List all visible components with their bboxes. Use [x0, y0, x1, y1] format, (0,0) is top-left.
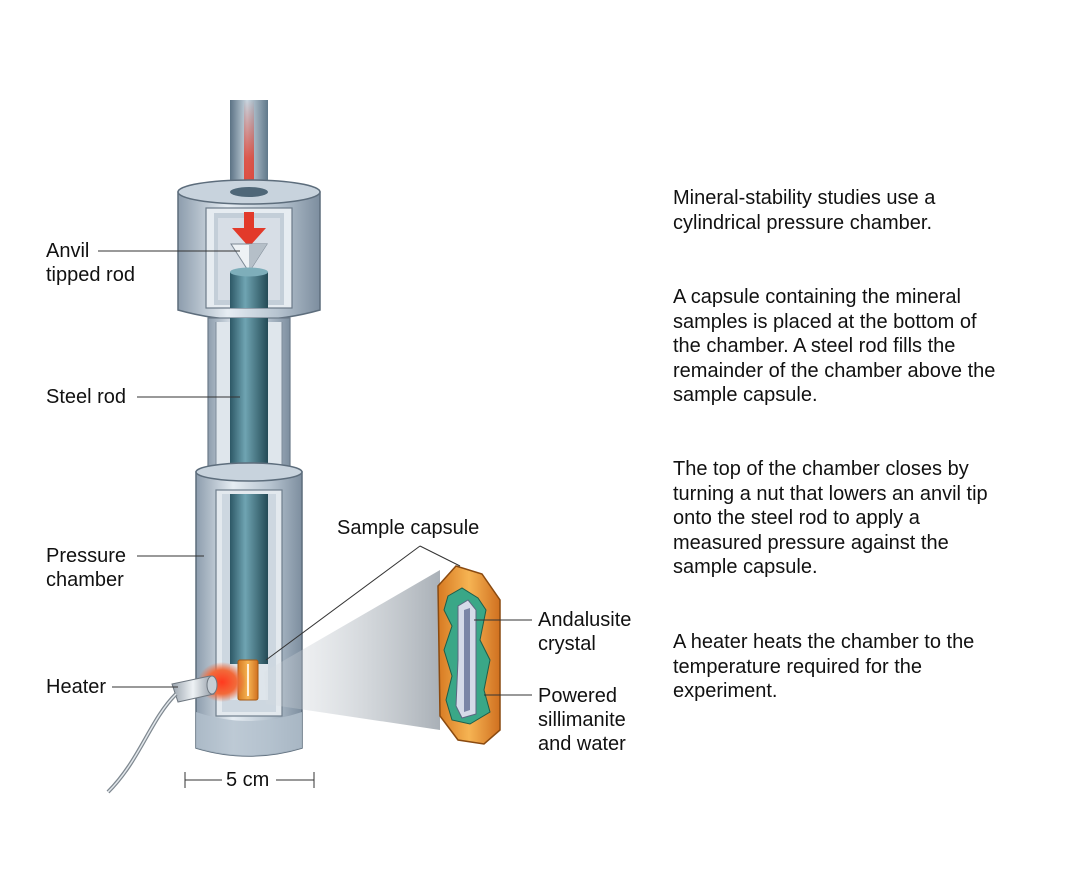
- description-1: Mineral-stability studies use a cylindri…: [673, 187, 936, 234]
- leader-lines: [98, 250, 532, 788]
- pressure-chamber: [195, 462, 303, 757]
- top-shaft: [230, 100, 268, 230]
- heater: [106, 662, 246, 794]
- magnification-beam: [264, 570, 440, 730]
- label-anvil: Anvil tipped rod: [46, 240, 135, 286]
- label-scale: 5 cm: [226, 769, 270, 791]
- label-sillimanite: Powered sillimanite and water: [538, 685, 626, 755]
- label-sample-capsule: Sample capsule: [337, 517, 480, 539]
- sample-capsule-enlarged: [437, 565, 501, 745]
- description-3: The top of the chamber closes by turning…: [673, 458, 988, 578]
- label-steel-rod: Steel rod: [46, 386, 127, 408]
- label-pressure-chamber: Pressure chamber: [46, 545, 127, 591]
- steel-rod-section: [207, 317, 291, 471]
- description-4: A heater heats the chamber to the temper…: [673, 631, 975, 702]
- pressure-arrow: [232, 212, 266, 247]
- label-andalusite: Andalusite crystal: [538, 609, 632, 655]
- description-2: A capsule containing the mineral samples…: [673, 286, 996, 406]
- label-heater: Heater: [46, 676, 107, 698]
